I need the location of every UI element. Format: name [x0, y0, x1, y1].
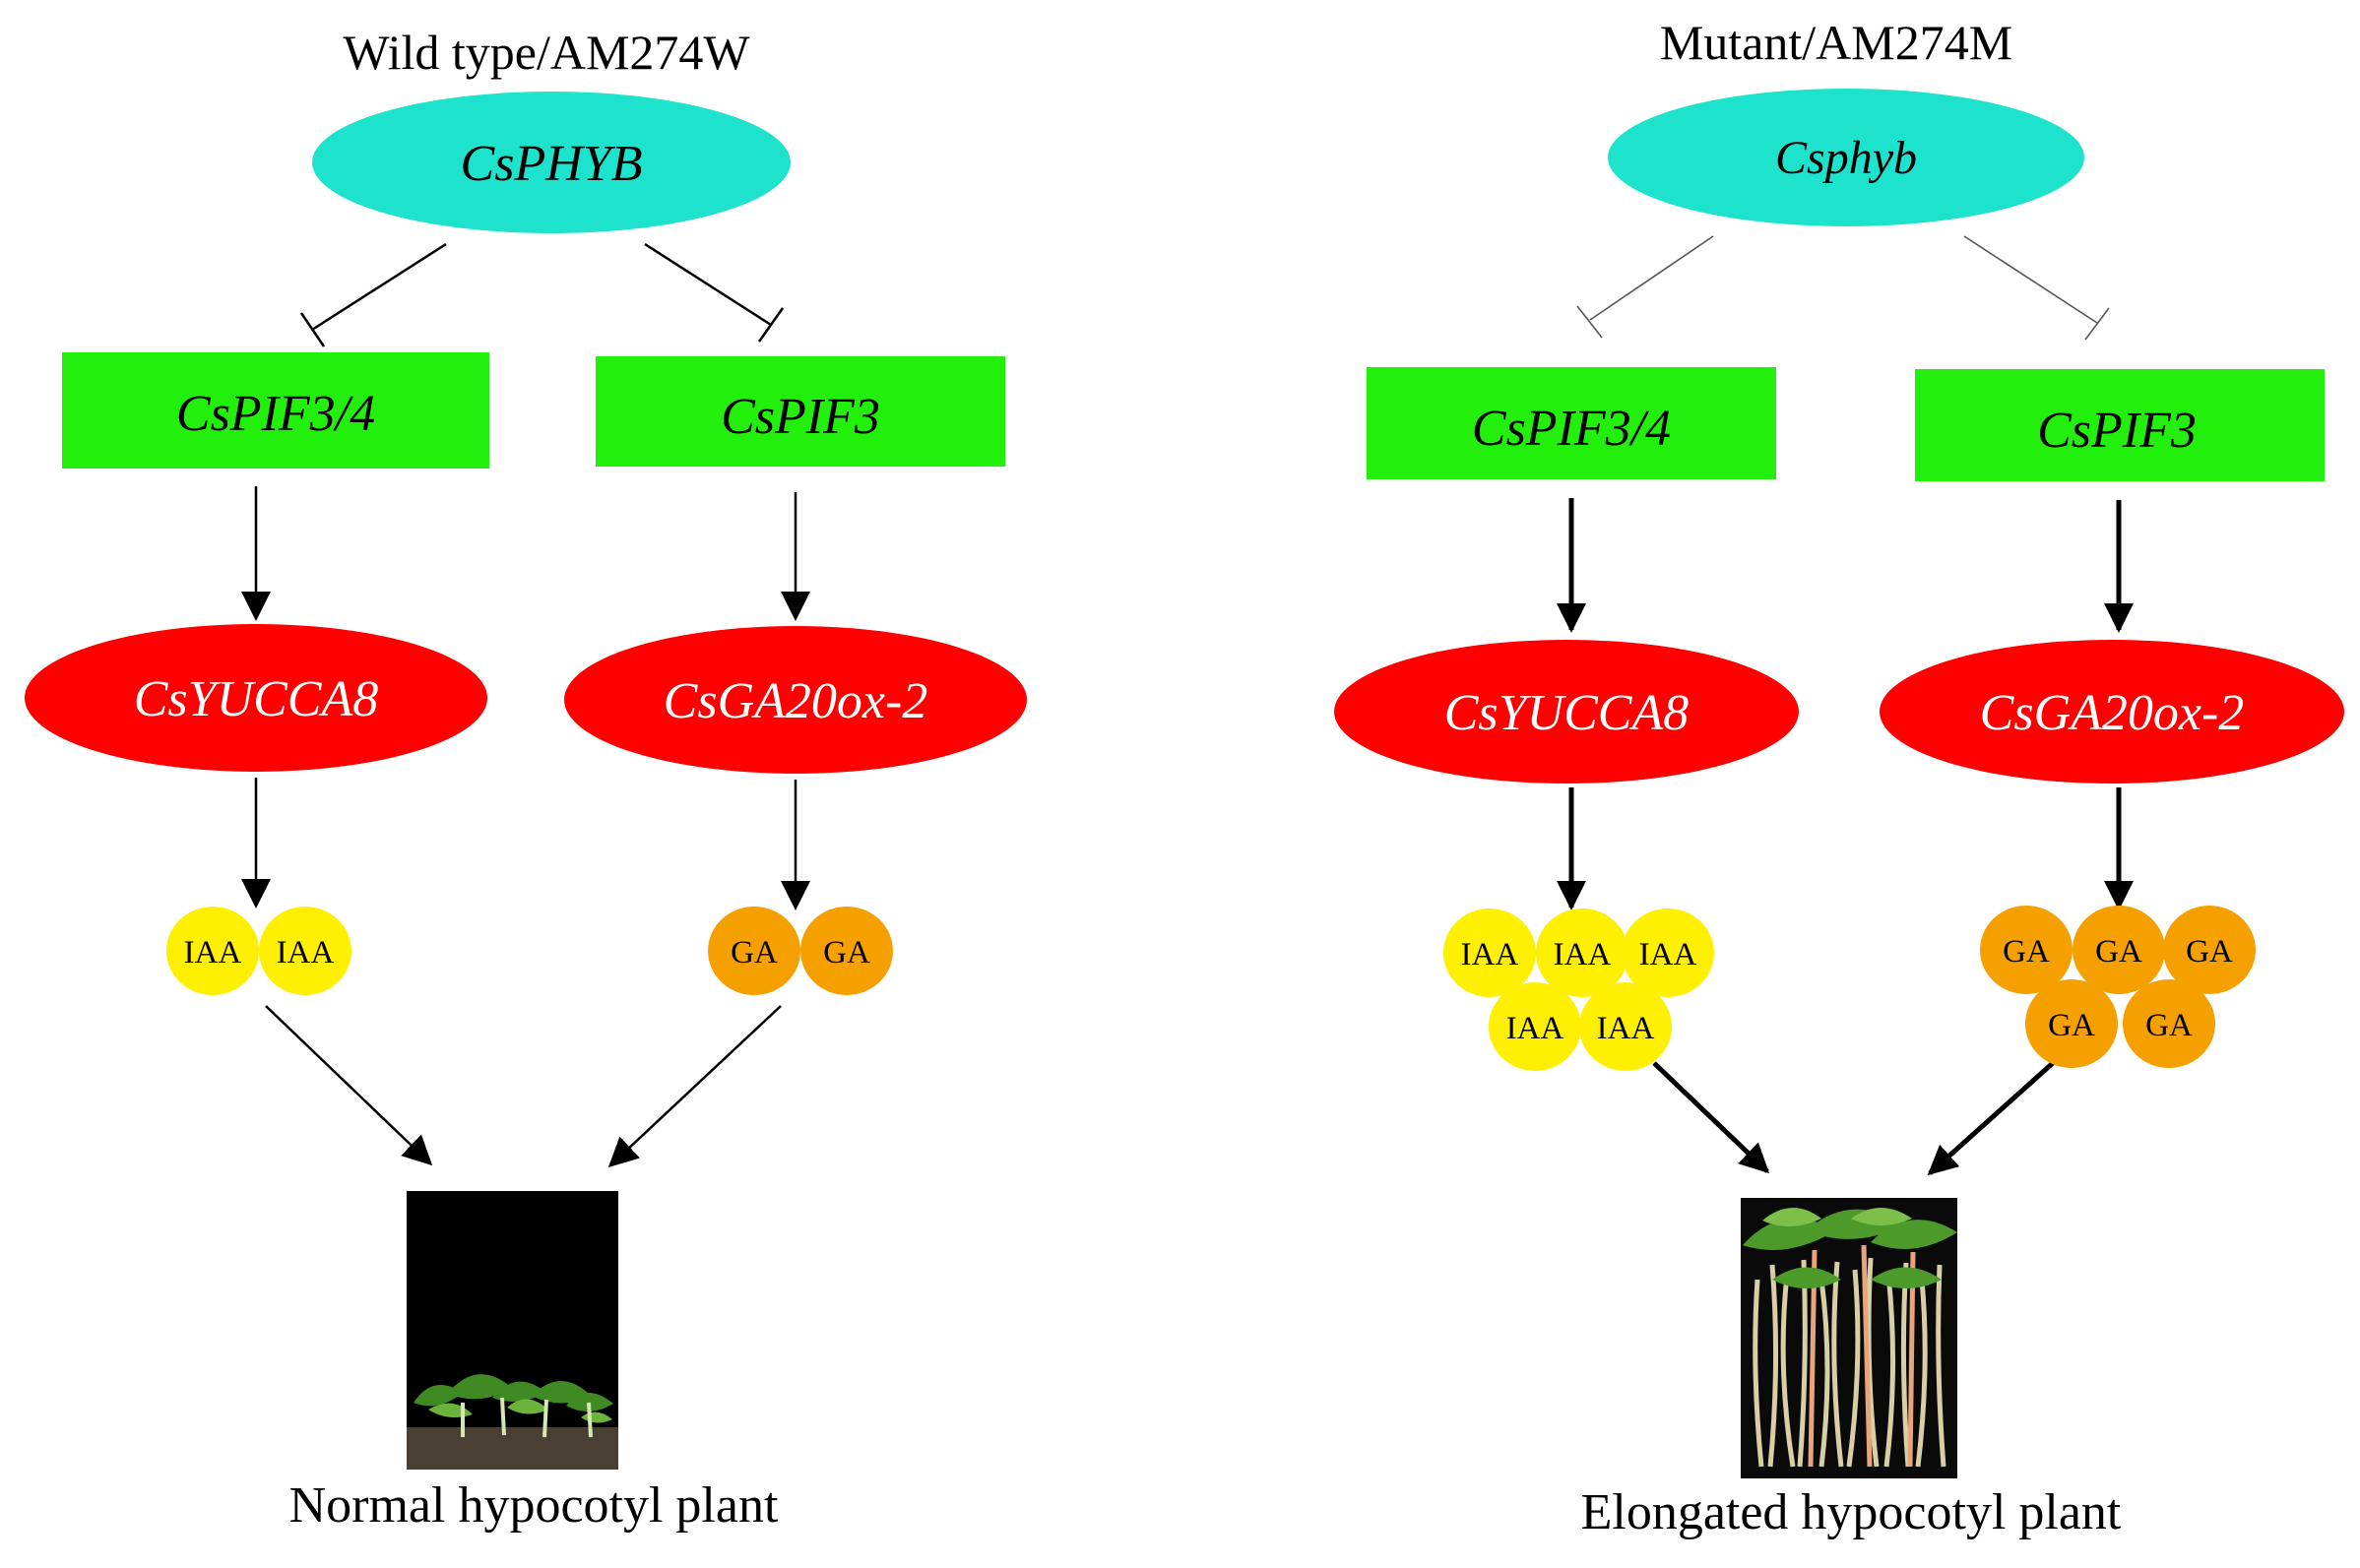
mutant-ga-label: GA [2048, 1008, 2095, 1043]
wild-pif34-box [62, 352, 489, 469]
wild-phyb-node [312, 92, 791, 233]
mutant-title: Mutant/AM274M [1660, 15, 2012, 70]
wild-ga-label: GA [731, 935, 778, 971]
mutant-ga20ox-node [1880, 640, 2344, 784]
mutant-iaa-circle [1622, 909, 1714, 997]
wild-ga-circle [708, 907, 800, 995]
mutant-inhibit-left-bar [1576, 305, 1603, 339]
wild-yucca8-node [25, 624, 487, 772]
wild-inhibit-right-bar [757, 307, 785, 343]
mutant-iaa-label: IAA [1554, 937, 1612, 972]
wild-ga-cluster: GA GA [708, 907, 893, 995]
mutant-phyb-node [1608, 89, 2084, 226]
mutant-pif34-box [1367, 367, 1776, 479]
mutant-ga-cluster: GA GA GA GA GA [1980, 906, 2256, 1068]
mutant-inhibition-edges [1576, 235, 2110, 341]
mutant-arrow-ga-plant [1927, 1061, 2055, 1176]
wild-arrow-iaa-plant [265, 1005, 433, 1166]
wild-yucca8-label: CsYUCCA8 [134, 671, 379, 727]
mutant-iaa-circle [1489, 982, 1581, 1071]
mutant-ga-circle [2123, 979, 2215, 1068]
mutant-ga-circle [2163, 906, 2256, 994]
mutant-ga-label: GA [2095, 934, 2142, 970]
mutant-yucca8-label: CsYUCCA8 [1444, 685, 1690, 741]
wild-pif3-box [596, 356, 1005, 467]
mutant-plant-photo [1741, 1198, 1957, 1478]
mutant-iaa-circle [1579, 982, 1672, 1071]
wild-ga-label: GA [823, 935, 870, 971]
mutant-iaa-circle [1536, 909, 1628, 997]
mutant-ga-label: GA [2186, 934, 2233, 970]
mutant-caption: Elongated hypocotyl plant [1581, 1484, 2122, 1540]
mutant-yucca8-node [1334, 640, 1799, 784]
wild-inhibit-right [644, 242, 772, 327]
mutant-ga-circle [2073, 906, 2165, 994]
wild-iaa-cluster: IAA IAA [166, 907, 351, 995]
wild-ga20ox-label: CsGA20ox-2 [664, 673, 928, 729]
mutant-pif3-box [1915, 369, 2325, 481]
mutant-arrow-iaa-plant [1652, 1061, 1770, 1174]
wild-inhibition-edges [299, 242, 785, 347]
mutant-activation-edges [1557, 498, 2134, 1176]
mutant-ga-circle [1980, 906, 2073, 994]
wild-iaa-circle [259, 907, 351, 995]
wild-caption: Normal hypocotyl plant [289, 1477, 779, 1534]
wild-pif34-label: CsPIF3/4 [176, 386, 375, 442]
wild-type-title: Wild type/AM274W [343, 25, 750, 80]
mutant-iaa-label: IAA [1597, 1011, 1655, 1046]
mutant-phyb-label: Csphyb [1775, 132, 1917, 184]
mutant-inhibit-right [1963, 235, 2098, 324]
wild-inhibit-left-bar [299, 312, 326, 347]
wild-activation-edges [241, 486, 810, 1168]
wild-pif3-label: CsPIF3 [721, 389, 880, 445]
mutant-iaa-cluster: IAA IAA IAA IAA IAA [1443, 909, 1714, 1071]
mutant-ga-circle [2025, 979, 2118, 1068]
wild-iaa-label: IAA [184, 935, 242, 971]
mutant-pif3-label: CsPIF3 [2037, 403, 2197, 459]
mutant-iaa-label: IAA [1461, 937, 1519, 972]
mutant-inhibit-left [1589, 235, 1714, 321]
wild-plant-photo [407, 1191, 618, 1470]
mutant-iaa-label: IAA [1639, 937, 1697, 972]
wild-iaa-circle [166, 907, 259, 995]
mutant-iaa-label: IAA [1506, 1011, 1564, 1046]
mutant-pif34-label: CsPIF3/4 [1472, 401, 1671, 457]
mutant-ga-label: GA [2145, 1008, 2193, 1043]
mutant-ga20ox-label: CsGA20ox-2 [1980, 685, 2245, 741]
mutant-iaa-circle [1443, 909, 1536, 997]
mutant-inhibit-right-bar [2084, 307, 2110, 341]
wild-iaa-label: IAA [277, 935, 335, 971]
mutant-ga-label: GA [2003, 934, 2050, 970]
wild-inhibit-left [311, 242, 447, 332]
wild-ga20ox-node [564, 626, 1027, 774]
wild-ga-circle [800, 907, 893, 995]
wild-phyb-label: CsPHYB [461, 136, 643, 192]
wild-arrow-ga-plant [607, 1005, 782, 1168]
